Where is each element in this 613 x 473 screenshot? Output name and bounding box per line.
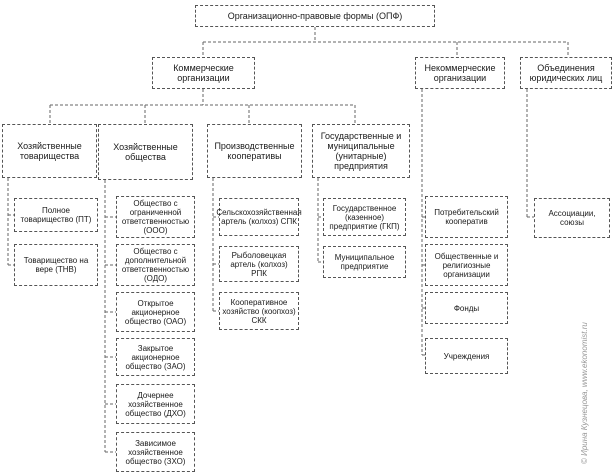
society-item: Общество с ограниченной ответственностью…	[116, 196, 195, 238]
cooperatives-label: Производственные кооперативы	[214, 141, 295, 161]
society-item-label: Зависимое хозяйственное общество (ЗХО)	[125, 438, 186, 466]
root-label: Организационно-правовые формы (ОПФ)	[227, 11, 403, 21]
society-item: Зависимое хозяйственное общество (ЗХО)	[116, 432, 195, 472]
unitary-item-label: Муниципальное предприятие	[334, 253, 395, 271]
society-item-label: Закрытое акционерное общество (ЗАО)	[125, 343, 186, 371]
society-item: Дочернее хозяйственное общество (ДХО)	[116, 384, 195, 424]
noncommercial-item-label: Потребительский кооператив	[434, 208, 499, 226]
commercial-node: Коммерческие организации	[152, 57, 255, 89]
unitary-item: Государственное (казенное) предприятие (…	[323, 198, 406, 236]
noncommercial-item: Учреждения	[425, 338, 508, 374]
society-item: Закрытое акционерное общество (ЗАО)	[116, 338, 195, 376]
unions-label: Объединения юридических лиц	[529, 63, 603, 83]
noncommercial-item-label: Учреждения	[443, 351, 490, 361]
unitary-item-label: Государственное (казенное) предприятие (…	[329, 203, 400, 231]
unitary-label: Государственные и муниципальные (унитарн…	[320, 131, 402, 171]
society-item-label: Открытое акционерное общество (ОАО)	[124, 298, 187, 326]
partnership-item-label: Товарищество на вере (ТНВ)	[23, 256, 89, 274]
societies-node: Хозяйственные общества	[98, 124, 193, 180]
cooperative-item-label: Рыболовецкая артель (колхоз) РПК	[230, 250, 288, 278]
partnership-item: Полное товарищество (ПТ)	[14, 198, 98, 232]
unions-item: Ассоциации, союзы	[534, 198, 610, 238]
partnership-item-label: Полное товарищество (ПТ)	[20, 206, 92, 224]
unitary-node: Государственные и муниципальные (унитарн…	[312, 124, 410, 178]
society-item-label: Дочернее хозяйственное общество (ДХО)	[125, 390, 186, 418]
noncommercial-label: Некоммерческие организации	[424, 63, 496, 83]
society-item-label: Общество с ограниченной ответственностью…	[121, 199, 190, 235]
watermark: © Ирина Кузнецова, www.ekonomist.ru	[580, 322, 589, 464]
unions-node: Объединения юридических лиц	[520, 57, 612, 89]
society-item-label: Общество с дополнительной ответственност…	[121, 247, 190, 283]
societies-label: Хозяйственные общества	[113, 142, 178, 162]
society-item: Общество с дополнительной ответственност…	[116, 244, 195, 286]
noncommercial-item: Фонды	[425, 292, 508, 324]
partnerships-label: Хозяйственные товарищества	[17, 141, 82, 161]
cooperative-item-label: Сельскохозяйственная артель (колхоз) СПК	[216, 208, 302, 226]
noncommercial-node: Некоммерческие организации	[415, 57, 505, 89]
unitary-item: Муниципальное предприятие	[323, 246, 406, 278]
cooperative-item: Кооперативное хозяйство (коопхоз) СКК	[219, 292, 299, 330]
root-node: Организационно-правовые формы (ОПФ)	[195, 5, 435, 27]
unions-item-label: Ассоциации, союзы	[548, 209, 596, 227]
cooperative-item-label: Кооперативное хозяйство (коопхоз) СКК	[222, 297, 296, 325]
noncommercial-item: Общественные и религиозные организации	[425, 244, 508, 286]
noncommercial-item: Потребительский кооператив	[425, 196, 508, 238]
cooperatives-node: Производственные кооперативы	[207, 124, 302, 178]
cooperative-item: Сельскохозяйственная артель (колхоз) СПК	[216, 198, 302, 236]
partnership-item: Товарищество на вере (ТНВ)	[14, 244, 98, 286]
commercial-label: Коммерческие организации	[173, 63, 234, 83]
noncommercial-item-label: Общественные и религиозные организации	[434, 251, 499, 279]
noncommercial-item-label: Фонды	[453, 303, 480, 313]
partnerships-node: Хозяйственные товарищества	[2, 124, 97, 178]
society-item: Открытое акционерное общество (ОАО)	[116, 292, 195, 332]
cooperative-item: Рыболовецкая артель (колхоз) РПК	[219, 246, 299, 282]
